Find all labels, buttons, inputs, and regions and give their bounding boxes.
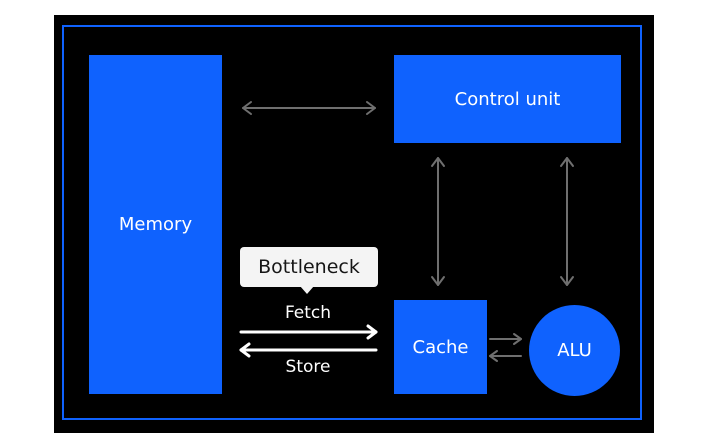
memory-label: Memory bbox=[118, 214, 193, 235]
control-alu-arrow bbox=[560, 157, 574, 286]
alu-label: ALU bbox=[557, 340, 592, 361]
control-unit-label: Control unit bbox=[454, 88, 561, 110]
alu-to-cache-arrow bbox=[489, 350, 522, 362]
fetch-label: Fetch bbox=[284, 303, 332, 323]
cache-to-alu-arrow bbox=[489, 333, 522, 345]
bottleneck-callout-pointer bbox=[300, 286, 314, 294]
control-cache-arrow bbox=[431, 157, 445, 286]
memory-control-arrow bbox=[242, 101, 376, 115]
memory-block: Memory bbox=[89, 55, 222, 394]
fetch-arrow bbox=[239, 324, 378, 340]
store-label: Store bbox=[285, 357, 331, 377]
control-unit-block: Control unit bbox=[394, 55, 621, 143]
store-arrow bbox=[239, 342, 378, 358]
alu-block: ALU bbox=[529, 305, 620, 396]
diagram-frame bbox=[62, 25, 642, 420]
cache-label: Cache bbox=[412, 336, 469, 358]
cache-block: Cache bbox=[394, 300, 487, 394]
bottleneck-label: Bottleneck bbox=[258, 256, 360, 278]
bottleneck-callout: Bottleneck bbox=[240, 247, 378, 287]
